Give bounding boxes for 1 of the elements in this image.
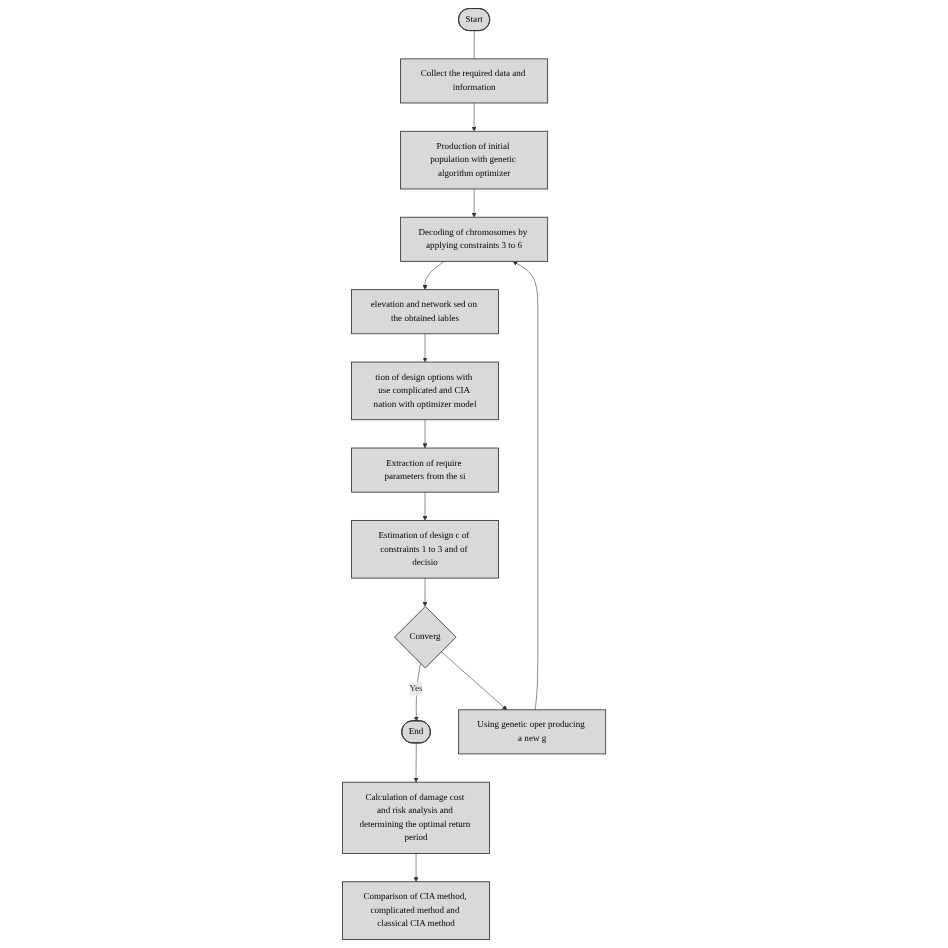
connector [473,30,475,60]
